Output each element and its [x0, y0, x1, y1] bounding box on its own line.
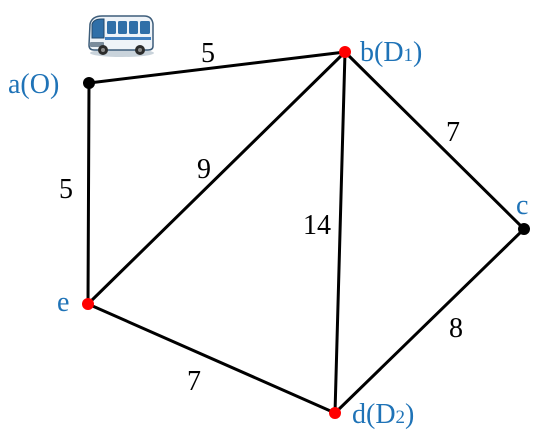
node-label-b-sub: 1 — [404, 45, 414, 66]
node-a — [83, 77, 95, 89]
node-c — [518, 223, 530, 235]
edge-c-d — [333, 227, 526, 415]
weight-e-d: 7 — [187, 366, 201, 397]
node-label-a: a(O) — [8, 69, 59, 100]
node-label-b-main: b(D — [360, 37, 404, 68]
edge-b-d — [333, 50, 347, 415]
node-label-c: c — [516, 190, 528, 221]
node-label-d: d(D2) — [352, 399, 414, 430]
edge-a-e — [86, 81, 91, 306]
node-b — [339, 46, 351, 58]
node-label-d-main: d(D — [352, 399, 396, 430]
edge-a-b — [87, 50, 347, 85]
edge-b-e — [86, 50, 347, 306]
node-label-b: b(D1) — [360, 37, 422, 68]
weight-a-b: 5 — [201, 38, 215, 69]
node-d — [329, 407, 341, 419]
weight-c-d: 8 — [449, 313, 463, 344]
weight-b-e: 9 — [197, 154, 211, 185]
node-label-d-close: ) — [405, 399, 414, 430]
edge-b-c — [343, 50, 526, 231]
weight-b-d: 14 — [303, 210, 331, 241]
node-label-b-close: ) — [413, 37, 422, 68]
bus-icon — [88, 15, 154, 57]
weight-b-c: 7 — [446, 117, 460, 148]
node-label-d-sub: 2 — [396, 407, 406, 428]
edge-e-d — [86, 302, 337, 415]
weight-a-e: 5 — [59, 174, 73, 205]
node-label-e: e — [57, 287, 69, 318]
node-e — [82, 298, 94, 310]
